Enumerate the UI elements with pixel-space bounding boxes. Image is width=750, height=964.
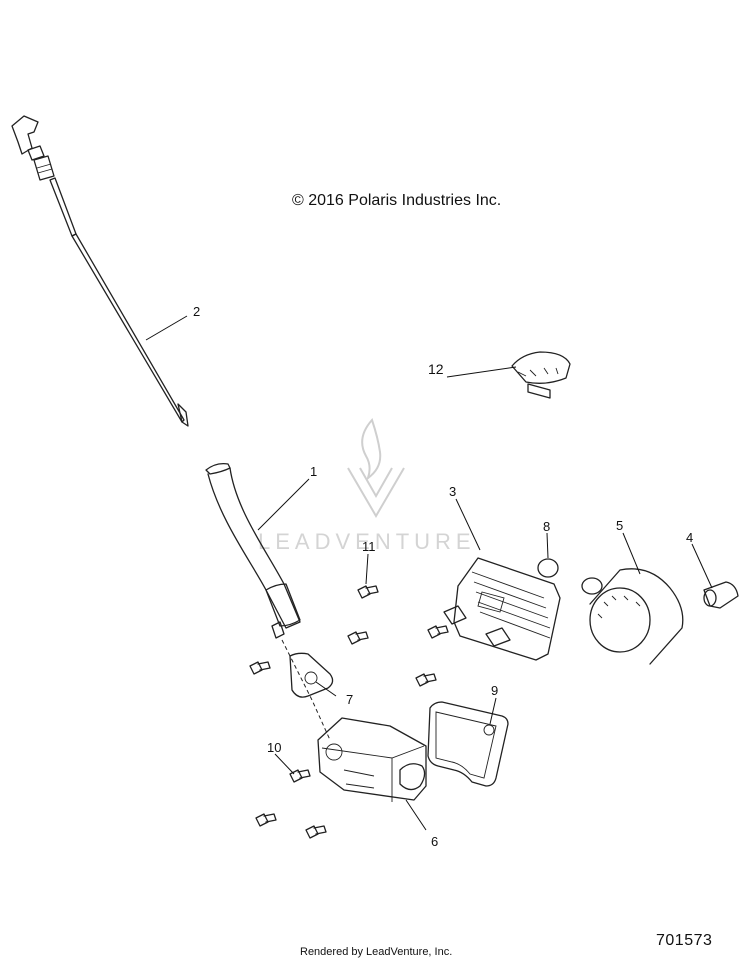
bolt-11-b[interactable]	[347, 631, 369, 645]
leadventure-watermark: LEADVENTURE	[258, 418, 476, 554]
part-9-seal[interactable]	[427, 701, 509, 787]
watermark-text: LEADVENTURE	[258, 529, 476, 554]
callout-3: 3	[449, 484, 456, 499]
part-7-gasket[interactable]	[289, 652, 334, 698]
callout-2: 2	[193, 304, 200, 319]
callout-1: 1	[310, 464, 317, 479]
part-2-dipstick[interactable]	[11, 115, 189, 427]
assembly-guide-line	[281, 639, 331, 741]
bolt-11-c[interactable]	[427, 625, 449, 639]
part-8-o-ring[interactable]	[537, 558, 559, 578]
part-3-oil-cooler[interactable]	[443, 557, 561, 661]
part-12-cap[interactable]	[511, 351, 571, 399]
bolts	[249, 585, 449, 839]
bolt-10-a[interactable]	[249, 661, 271, 675]
callout-4: 4	[686, 530, 693, 545]
callout-11: 11	[362, 539, 376, 554]
callout-9: 9	[491, 683, 498, 698]
part-1-dipstick-tube[interactable]	[205, 462, 301, 639]
bolt-11-d[interactable]	[415, 673, 437, 687]
callout-8: 8	[543, 519, 550, 534]
callout-12: 12	[428, 361, 444, 377]
rendered-by-credit: Rendered by LeadVenture, Inc.	[300, 946, 453, 958]
bolt-11-a[interactable]	[357, 585, 379, 599]
bolt-10-d[interactable]	[305, 825, 327, 839]
callouts: 1 2 3 4 5 6 7 8 9 10 11 12	[193, 304, 693, 849]
callout-10: 10	[267, 740, 281, 755]
callout-5: 5	[616, 518, 623, 533]
part-5-oil-filter[interactable]	[581, 568, 684, 665]
callout-6: 6	[431, 834, 438, 849]
diagram-number: 701573	[656, 932, 713, 949]
bolt-10-b[interactable]	[289, 769, 311, 783]
bolt-10-c[interactable]	[255, 813, 277, 827]
part-4-fitting[interactable]	[703, 581, 739, 609]
callout-7: 7	[346, 692, 353, 707]
leader-lines	[145, 315, 713, 831]
part-6-filter-housing[interactable]	[317, 717, 427, 802]
copyright-notice: © 2016 Polaris Industries Inc.	[292, 192, 502, 209]
